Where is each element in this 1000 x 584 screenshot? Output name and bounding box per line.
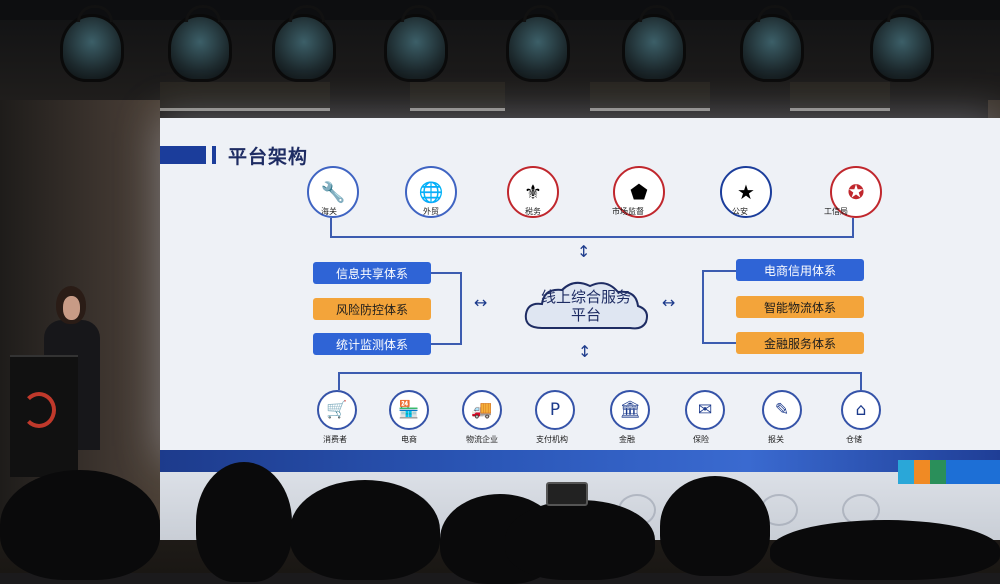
shopping-cart-icon: 🛒 [317, 390, 357, 430]
connector-line [431, 343, 461, 345]
audience-head [770, 520, 1000, 580]
payment-icon: P [535, 390, 575, 430]
footer-accent [914, 460, 930, 484]
agency-label: 外贸 [423, 207, 439, 216]
slide-title: 平台架构 [228, 146, 309, 168]
title-divider [212, 146, 216, 164]
stage-light [622, 5, 686, 82]
system-box: 金融服务体系 [736, 332, 864, 354]
ceiling-fixture [410, 82, 505, 111]
national-emblem-icon: ✪ [830, 166, 882, 218]
storefront-icon: 🏪 [389, 390, 429, 430]
agency-label: 海关 [321, 207, 337, 216]
audience-head [196, 462, 292, 582]
audience-head [660, 476, 770, 576]
system-box: 电商信用体系 [736, 259, 864, 281]
footer-accent [946, 460, 1000, 484]
delivery-truck-icon: 🚚 [462, 390, 502, 430]
tax-emblem-icon: ⚜ [507, 166, 559, 218]
stage-light [60, 5, 124, 82]
connector-line [702, 270, 736, 272]
stage-light [506, 5, 570, 82]
arrow-left-right-icon: ↔ [662, 293, 676, 312]
lighting-truss [0, 0, 1000, 20]
agency-label: 工信局 [824, 207, 848, 216]
lectern-logo [22, 392, 56, 428]
participant-label: 消费者 [323, 435, 347, 444]
connector-line [330, 218, 332, 236]
stage-light [384, 5, 448, 82]
audience-head [290, 480, 440, 580]
participant-label: 保险 [693, 435, 709, 444]
globe-building-icon: 🌐 [405, 166, 457, 218]
ceiling-fixture [790, 82, 890, 111]
ceiling-fixture [220, 82, 330, 111]
participant-label: 支付机构 [536, 435, 568, 444]
connector-line [852, 218, 854, 236]
connector-line [860, 372, 862, 390]
audience-head [0, 470, 160, 580]
system-box: 风险防控体系 [313, 298, 431, 320]
ceiling-fixture [590, 82, 710, 111]
phone-camera [546, 482, 588, 506]
footer-accent [930, 460, 946, 484]
stage-light [272, 5, 336, 82]
participant-label: 电商 [401, 435, 417, 444]
system-box: 统计监测体系 [313, 333, 431, 355]
arrow-left-right-icon: ↔ [474, 293, 488, 312]
participant-label: 金融 [619, 435, 635, 444]
stage-light [168, 5, 232, 82]
participant-label: 仓储 [846, 435, 862, 444]
police-emblem-icon: ★ [720, 166, 772, 218]
footer-accent [898, 460, 914, 484]
warehouse-icon: ⌂ [841, 390, 881, 430]
connector-line [330, 236, 854, 238]
cloud-icon [524, 281, 648, 330]
market-badge-icon: ⬟ [613, 166, 665, 218]
system-box: 智能物流体系 [736, 296, 864, 318]
stage-light [870, 5, 934, 82]
slide-footer-band [160, 450, 1000, 472]
central-platform-label: 线上综合服务平台 [540, 288, 631, 324]
connector-line [702, 270, 704, 343]
connector-line [338, 372, 340, 390]
system-box: 信息共享体系 [313, 262, 431, 284]
arrow-up-down-icon: ↕ [577, 242, 591, 261]
title-accent-bar [160, 146, 206, 164]
stage-light [740, 5, 804, 82]
connector-line [338, 372, 862, 374]
arrow-up-down-icon: ↕ [578, 342, 592, 361]
envelope-icon: ✉ [685, 390, 725, 430]
bank-icon: 🏛 [610, 390, 650, 430]
connector-line [460, 272, 462, 345]
participant-label: 物流企业 [466, 435, 498, 444]
audience-head [505, 500, 655, 580]
wrench-key-icon: 🔧 [307, 166, 359, 218]
agency-label: 市场监督 [612, 207, 644, 216]
agency-label: 税务 [525, 207, 541, 216]
connector-line [702, 342, 736, 344]
participant-label: 报关 [768, 435, 784, 444]
edit-document-icon: ✎ [762, 390, 802, 430]
agency-label: 公安 [732, 207, 748, 216]
connector-line [431, 272, 461, 274]
speaker-face [63, 296, 80, 320]
